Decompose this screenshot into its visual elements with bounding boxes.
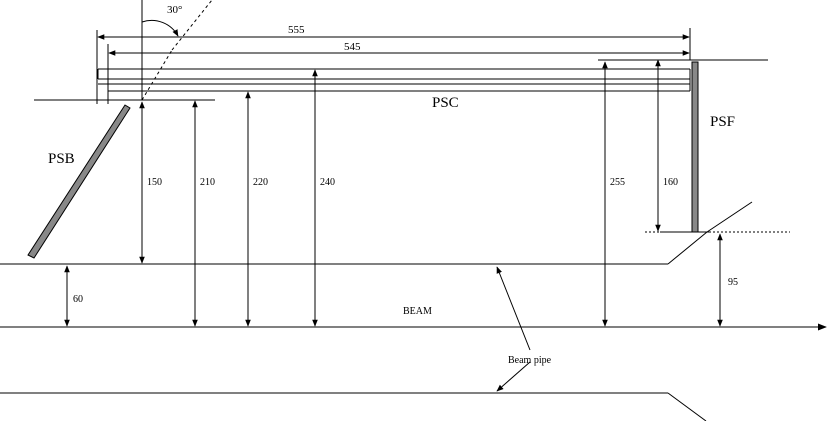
label-210: 210 — [200, 177, 215, 188]
beam-pipe-lower — [0, 392, 707, 421]
angle-label: 30° — [167, 4, 182, 16]
dimension-555 — [96, 28, 691, 104]
label-160: 160 — [663, 177, 678, 188]
label-240: 240 — [320, 177, 335, 188]
label-555: 555 — [288, 24, 305, 36]
angle-construction — [141, 0, 213, 101]
beam-pipe-label: Beam pipe — [508, 355, 552, 366]
beam-pipe-upper — [0, 201, 753, 265]
label-95: 95 — [728, 277, 738, 288]
label-255: 255 — [610, 177, 625, 188]
beam-label: BEAM — [403, 306, 432, 317]
psc-label: PSC — [432, 95, 459, 111]
psf-plate — [691, 61, 699, 233]
psf-label: PSF — [710, 114, 735, 130]
label-545: 545 — [344, 41, 361, 53]
label-150: 150 — [147, 177, 162, 188]
psb-plate — [27, 104, 131, 259]
label-220: 220 — [253, 177, 268, 188]
psc-plate — [97, 68, 691, 92]
extension-lines — [598, 59, 790, 233]
psb-label: PSB — [48, 151, 75, 167]
beam-pipe-pointer — [496, 266, 531, 392]
label-60: 60 — [73, 294, 83, 305]
